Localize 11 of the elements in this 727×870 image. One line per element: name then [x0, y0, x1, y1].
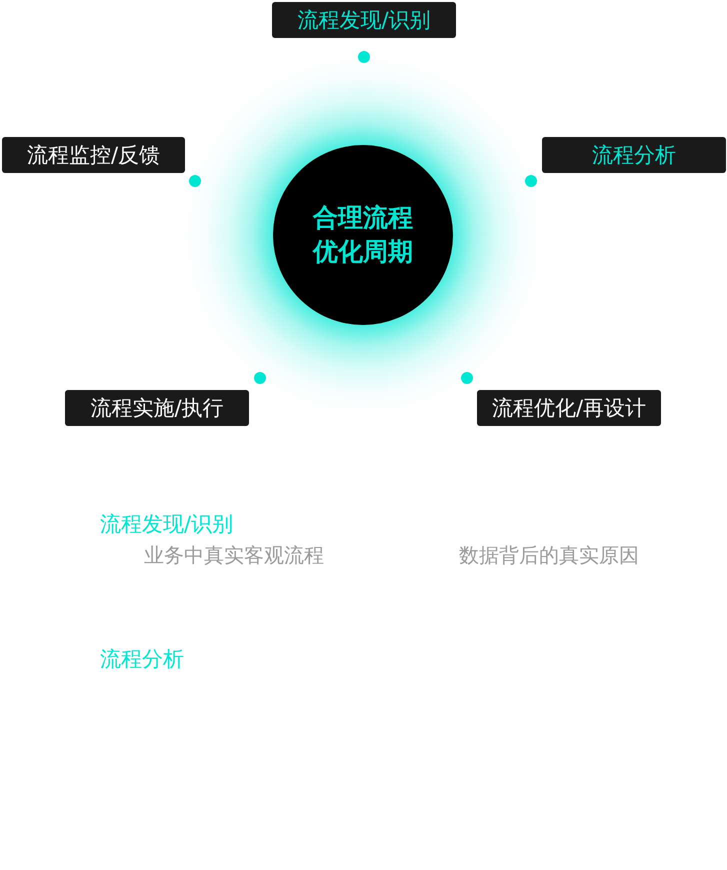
stage-tag: 流程监控/反馈 [2, 137, 185, 173]
stage-tag: 流程分析 [542, 137, 726, 173]
section-heading: 流程发现/识别 [100, 511, 234, 538]
description-text: 业务中真实客观流程 [144, 542, 324, 569]
hub-title: 合理流程优化周期 [312, 202, 414, 268]
stage-tag: 流程发现/识别 [272, 2, 456, 38]
stage-tag: 流程优化/再设计 [477, 390, 661, 426]
section-heading: 流程分析 [100, 646, 184, 673]
stage-tag: 流程实施/执行 [65, 390, 249, 426]
description-text: 数据背后的真实原因 [459, 542, 639, 569]
cycle-hub-circle [273, 145, 453, 325]
